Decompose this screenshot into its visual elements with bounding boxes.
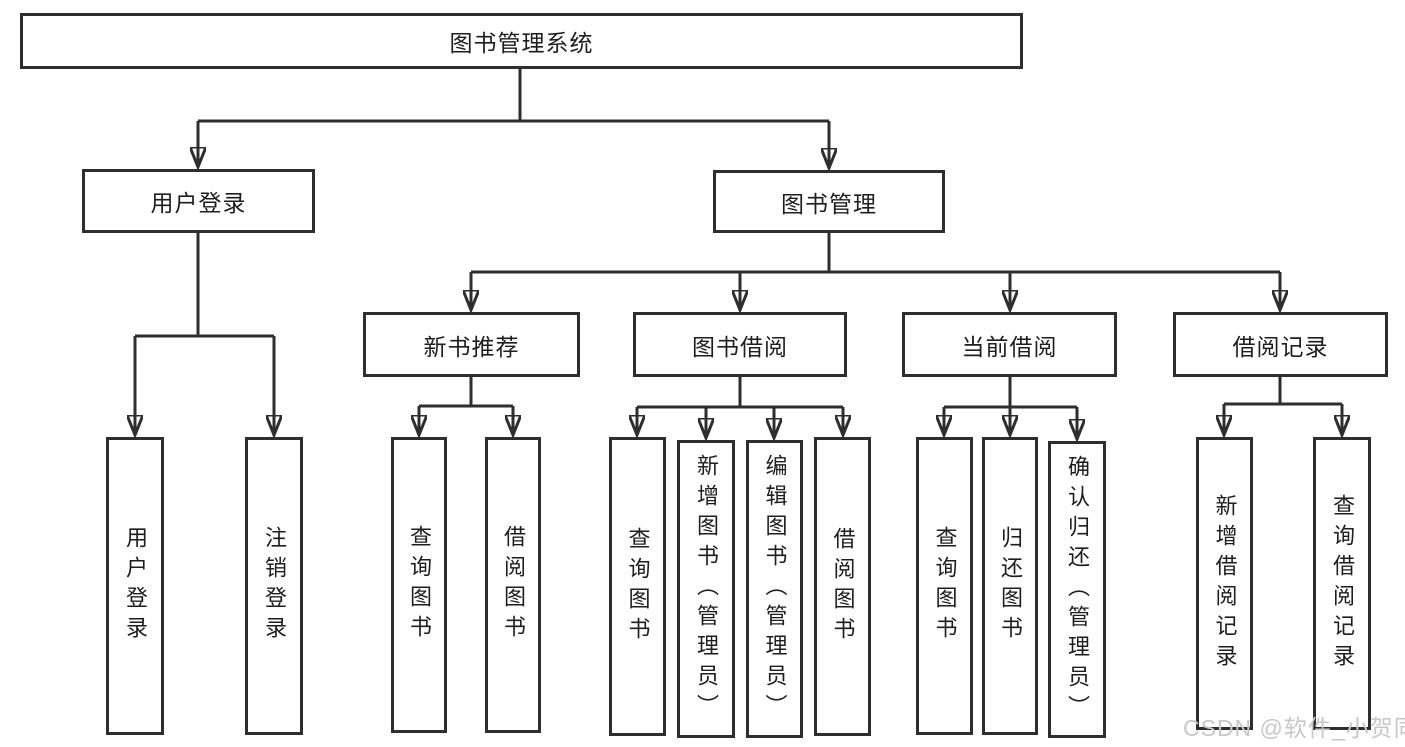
leaf-borrow-books-2-label: 借阅图书 [830, 526, 856, 647]
leaf-borrow-books-2: 借阅图书 [814, 437, 871, 736]
node-book-borrow: 图书借阅 [633, 312, 847, 377]
leaf-borrow-books-1-label: 借阅图书 [501, 525, 526, 645]
leaf-edit-books-admin-label: 编辑图书（管理员） [762, 454, 788, 724]
leaf-logout-label: 注销登录 [262, 526, 287, 646]
leaf-query-books-1: 查询图书 [391, 437, 447, 733]
leaf-query-books-2-label: 查询图书 [625, 526, 651, 647]
node-user-login: 用户登录 [82, 169, 315, 233]
node-book-management: 图书管理 [713, 170, 945, 233]
leaf-query-books-3: 查询图书 [916, 437, 973, 735]
node-current-borrow: 当前借阅 [902, 312, 1117, 377]
node-new-book-recommend-label: 新书推荐 [423, 333, 520, 360]
leaf-confirm-return-admin-label: 确认归还（管理员） [1065, 454, 1090, 725]
node-new-book-recommend: 新书推荐 [363, 312, 580, 377]
leaf-query-books-3-label: 查询图书 [932, 526, 958, 646]
leaf-add-borrow-record-label: 新增借阅记录 [1212, 493, 1238, 674]
leaf-query-books-2: 查询图书 [609, 437, 666, 736]
leaf-add-books-admin: 新增图书（管理员） [677, 440, 735, 738]
root-node-label: 图书管理系统 [449, 30, 594, 56]
leaf-confirm-return-admin: 确认归还（管理员） [1048, 441, 1106, 738]
node-book-borrow-label: 图书借阅 [692, 333, 788, 360]
leaf-return-books-label: 归还图书 [998, 526, 1023, 646]
node-borrow-record: 借阅记录 [1173, 312, 1388, 377]
leaf-logout: 注销登录 [245, 437, 303, 735]
node-user-login-label: 用户登录 [150, 190, 247, 216]
root-node-library-system: 图书管理系统 [20, 13, 1023, 69]
node-current-borrow-label: 当前借阅 [961, 333, 1058, 360]
leaf-add-books-admin-label: 新增图书（管理员） [694, 454, 719, 724]
leaf-query-borrow-record: 查询借阅记录 [1313, 437, 1371, 730]
leaf-return-books: 归还图书 [982, 437, 1038, 735]
leaf-user-login-label: 用户登录 [123, 526, 148, 646]
node-borrow-record-label: 借阅记录 [1232, 333, 1329, 360]
leaf-borrow-books-1: 借阅图书 [485, 437, 541, 733]
leaf-add-borrow-record: 新增借阅记录 [1196, 437, 1253, 730]
csdn-watermark: CSDN @软件_小贺同学 [1183, 715, 1405, 741]
leaf-query-borrow-record-label: 查询借阅记录 [1330, 493, 1355, 674]
leaf-user-login: 用户登录 [106, 437, 164, 735]
leaf-edit-books-admin: 编辑图书（管理员） [746, 440, 803, 738]
leaf-query-books-1-label: 查询图书 [407, 525, 432, 645]
node-book-management-label: 图书管理 [781, 190, 877, 217]
